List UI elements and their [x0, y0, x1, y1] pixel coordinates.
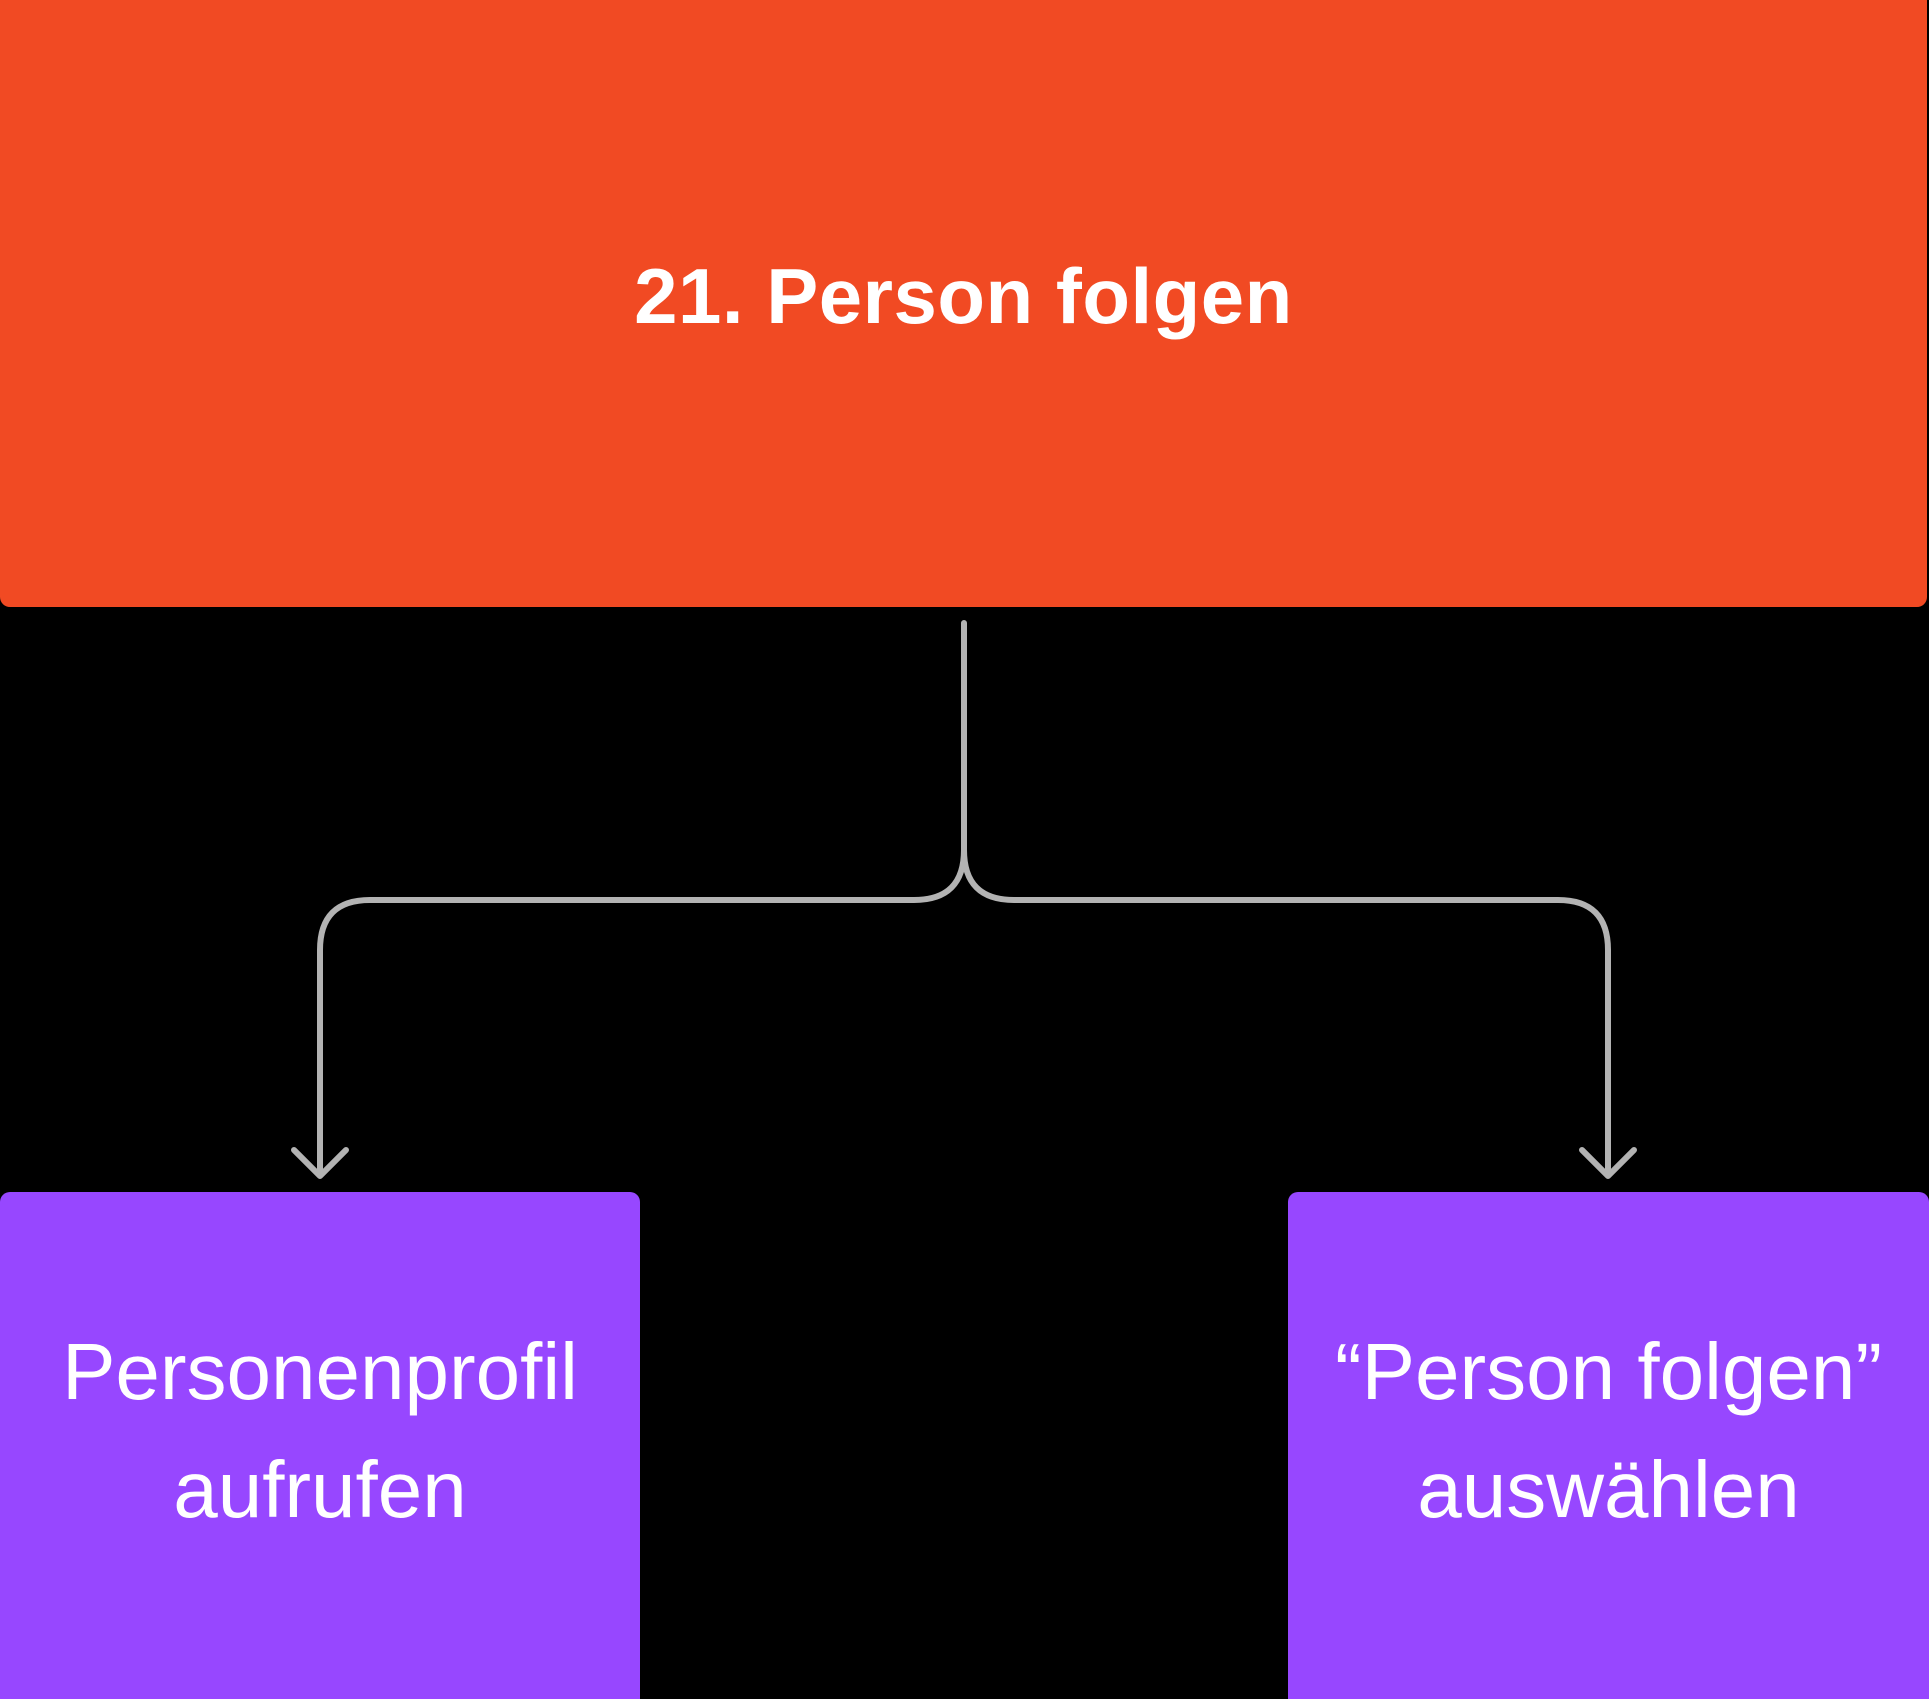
step-node-right-label: “Person folgen” auswählen: [1335, 1313, 1882, 1549]
step-node-left-line2: aufrufen: [173, 1444, 467, 1534]
main-node-title: 21. Person folgen: [634, 252, 1293, 340]
main-node: 21. Person folgen: [0, 0, 1927, 607]
connector-trunk: [317, 620, 967, 1178]
step-node-right-line1: “Person folgen”: [1335, 1326, 1882, 1416]
step-node-right: “Person folgen” auswählen: [1288, 1192, 1929, 1699]
arrowhead-right-icon: [1579, 1147, 1637, 1179]
step-node-left-line1: Personenprofil: [62, 1326, 578, 1416]
step-node-left: Personenprofil aufrufen: [0, 1192, 640, 1699]
arrowhead-left-icon: [291, 1147, 349, 1179]
step-node-right-line2: auswählen: [1417, 1444, 1800, 1534]
connector-branch-right: [961, 847, 1611, 1178]
step-node-left-label: Personenprofil aufrufen: [62, 1313, 578, 1549]
